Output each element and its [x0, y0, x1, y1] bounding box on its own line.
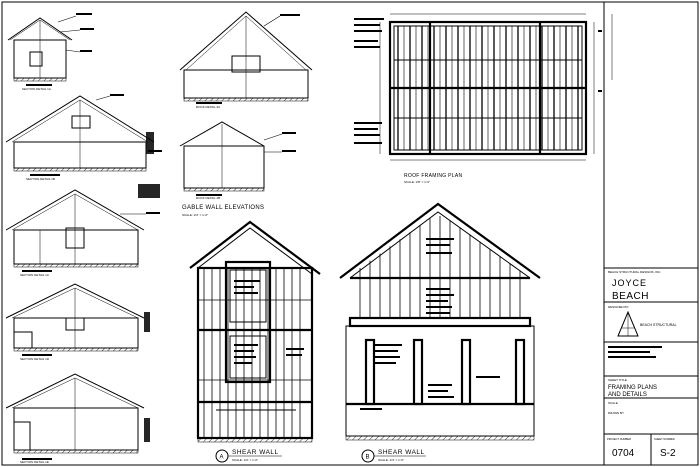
shear-wall-a-mark: A: [220, 455, 224, 461]
sheet-title-line2: AND DETAILS: [608, 392, 647, 398]
company-header: BEACH STRUCTURAL DESIGNS, INC.: [608, 270, 661, 274]
roof-detail-2a: ROOF DETAIL 2A: [179, 11, 313, 109]
sheet-title-line1: FRAMING PLANS: [608, 385, 657, 391]
section-detail-3: SECTION DETAIL 1C: [5, 184, 160, 277]
project-number-label: PROJECT NUMBER: [607, 437, 631, 441]
section-detail-4: SECTION DETAIL 1D: [5, 283, 150, 361]
section-caption-5: SECTION DETAIL 1E: [20, 460, 49, 464]
logo-label: BEACH STRUCTURAL: [640, 323, 677, 327]
shear-wall-b: B: [339, 202, 541, 463]
sheet-label: SHEET TITLE: [608, 378, 627, 382]
mid-caption-2: ROOF DETAIL 2B: [196, 196, 220, 200]
company-logo: [617, 310, 639, 337]
section-caption-2: SECTION DETAIL 1B: [26, 177, 55, 181]
wall-b-upper-studs: [359, 216, 521, 318]
section-caption-3: SECTION DETAIL 1C: [20, 273, 50, 277]
project-number: 0704: [612, 448, 635, 459]
drawn-by-label: DRAWN BY: [608, 411, 624, 415]
design-label: DESIGNED BY:: [608, 305, 629, 309]
title-block: [603, 2, 698, 465]
shear-wall-b-label: SHEAR WALL: [378, 449, 425, 456]
shear-wall-a: A: [189, 220, 321, 463]
framing-plan-label: ROOF FRAMING PLAN: [404, 173, 463, 179]
shear-wall-a-scale: SCALE: 1/4" = 1'-0": [232, 458, 258, 462]
project-name-line1: JOYCE: [612, 278, 647, 288]
section-caption-1: SECTION DETAIL 1A: [22, 87, 51, 91]
gable-elevations-scale: SCALE: 1/4" = 1'-0": [182, 213, 208, 217]
project-name-line2: BEACH: [612, 291, 649, 302]
framing-plan-scale: SCALE: 1/8" = 1'-0": [404, 180, 430, 184]
section-caption-4: SECTION DETAIL 1D: [20, 357, 50, 361]
section-detail-2: SECTION DETAIL 1B: [5, 94, 162, 181]
section-detail-5: SECTION DETAIL 1E: [5, 373, 150, 464]
shear-wall-a-label: SHEAR WALL: [232, 449, 279, 456]
scale-label: SCALE: [608, 401, 618, 405]
roof-framing-plan: [354, 13, 602, 161]
roof-detail-2b: ROOF DETAIL 2B: [179, 121, 296, 200]
section-detail-1: SECTION DETAIL 1A: [7, 13, 94, 91]
sheet-number: S-2: [660, 448, 676, 459]
sheet-number-label: SHEET NUMBER: [654, 437, 675, 441]
shear-wall-b-mark: B: [366, 455, 370, 461]
shear-wall-b-scale: SCALE: 1/4" = 1'-0": [378, 458, 404, 462]
gable-elevations-label: GABLE WALL ELEVATIONS: [182, 205, 264, 211]
mid-caption-1: ROOF DETAIL 2A: [196, 105, 220, 109]
